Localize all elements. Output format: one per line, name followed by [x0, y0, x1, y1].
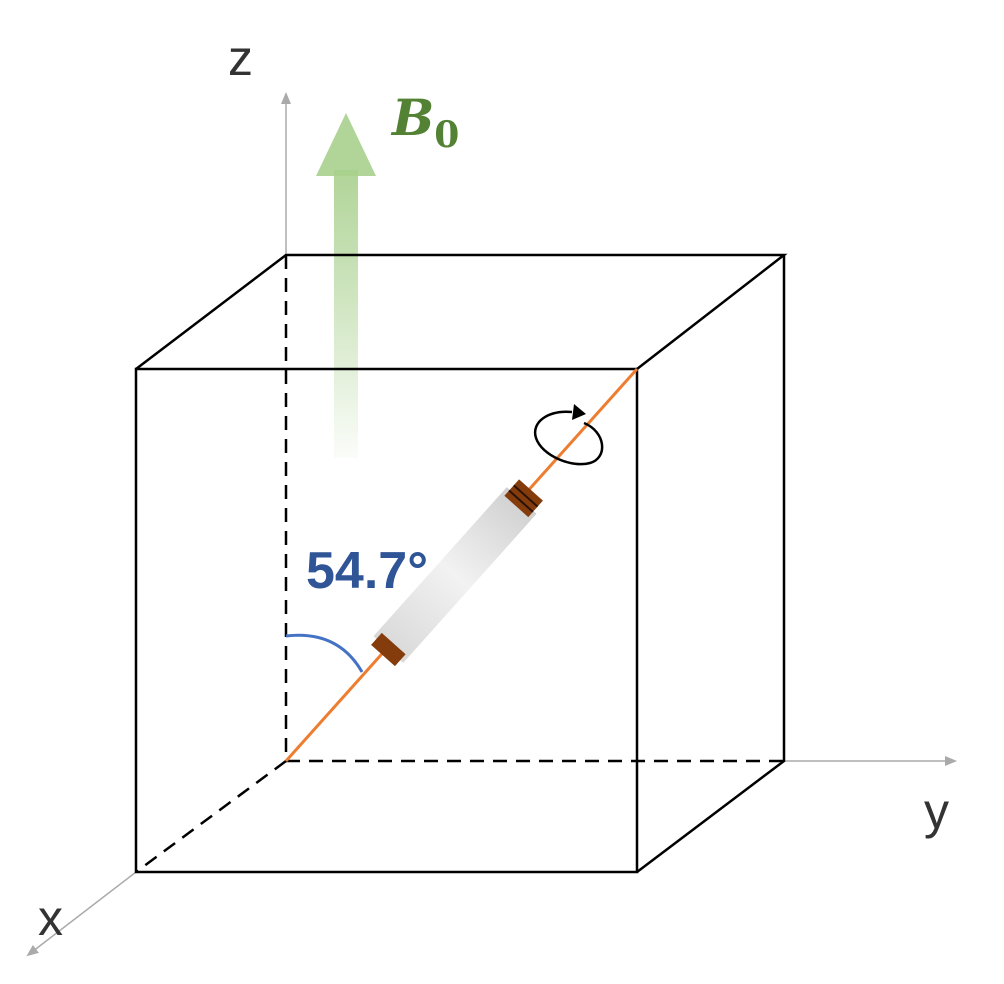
angle-label: 54.7°: [306, 542, 428, 600]
rotation-arrow-icon: [533, 404, 604, 466]
b0-field-arrow: [316, 113, 376, 458]
rotor-cap-top: [504, 479, 543, 518]
rotor-cap-bottom: [371, 632, 406, 667]
z-axis-label: z: [228, 30, 253, 86]
sample-rotor: [371, 479, 543, 667]
y-axis-label: y: [924, 783, 949, 839]
b0-label: B0: [390, 88, 459, 156]
b0-arrow-shaft: [334, 170, 358, 458]
x-axis-label: x: [38, 890, 63, 946]
cube-hidden-edges: [135, 255, 784, 874]
angle-arc: [285, 633, 364, 673]
rotor-tube: [373, 487, 537, 663]
coordinate-axes: z y x: [26, 30, 957, 957]
cube-right-back-edges: [636, 255, 786, 873]
b0-arrow-head: [316, 113, 376, 176]
cube-visible-edges: [134, 253, 788, 874]
x-axis: [26, 871, 137, 957]
cube-front-face: [134, 367, 639, 874]
cube-top-back-edges: [135, 253, 788, 370]
